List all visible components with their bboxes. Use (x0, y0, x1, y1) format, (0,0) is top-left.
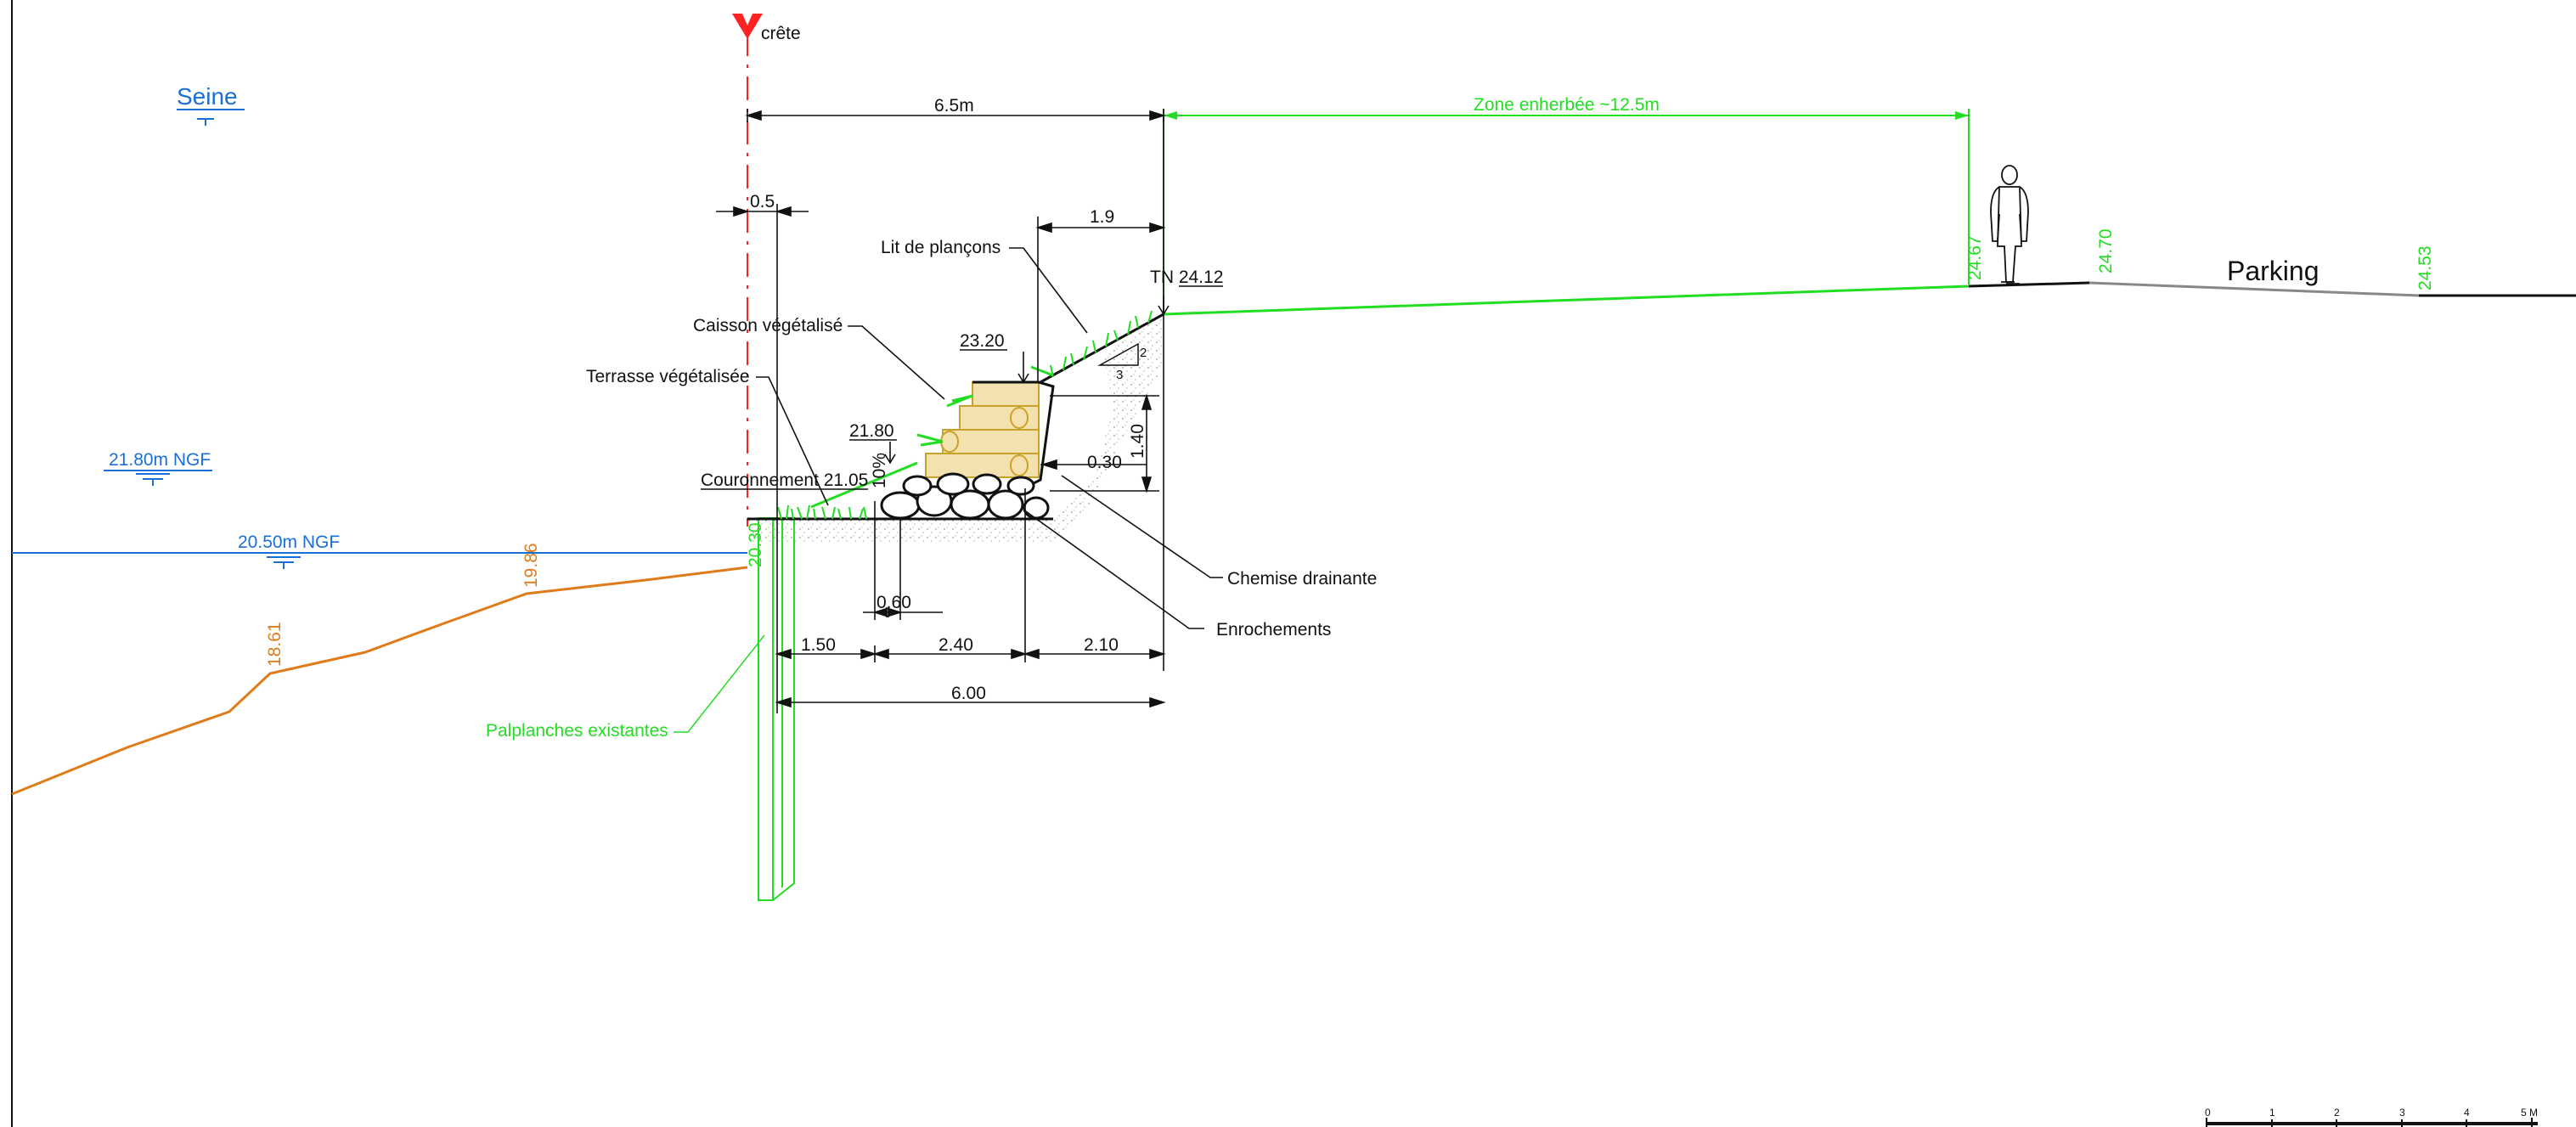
grass-zone-label: Zone enherbée ~12.5m (1474, 95, 1660, 115)
elev-1986-label: 19.86 (521, 543, 541, 588)
slope-h-label: 3 (1116, 368, 1123, 382)
parking-label: Parking (2227, 256, 2320, 286)
elev-2320-label: 23.20 (960, 331, 1005, 351)
riverbed-profile-line (11, 566, 748, 796)
elev-2453-label: 24.53 (2415, 245, 2435, 290)
seine-level-mark (197, 118, 214, 126)
enrochements-rocks (880, 472, 1050, 520)
chemise-label: Chemise drainante (1227, 569, 1377, 589)
scale-tick-1: 1 (2269, 1107, 2275, 1119)
palplanches-leader (674, 634, 765, 733)
grass-zone-arrow-right-icon (1955, 111, 1969, 120)
dim-030-label: 0.30 (1087, 453, 1122, 472)
grass-zone-arrow-left-icon (1164, 111, 1177, 120)
slope-line (1040, 313, 1164, 384)
dim-150-label: 1.50 (801, 635, 836, 655)
elev-1861-label: 18.61 (265, 622, 285, 667)
dim-060-label: 0.60 (877, 593, 911, 612)
water-low-label: 20.50m NGF (238, 533, 340, 552)
pct-label: 10% (870, 453, 889, 488)
parking-group: Parking (1968, 256, 2576, 297)
caisson-frame-line (972, 380, 1055, 490)
scale-bar: 0 1 2 3 4 5 M (2205, 1107, 2538, 1127)
grass-terrain-line (1163, 285, 1970, 316)
lit-plancons-leader (1009, 247, 1088, 334)
slope-v-label: 2 (1140, 346, 1147, 360)
chemise-leader (1061, 475, 1223, 578)
structure-group: 2 3 (747, 310, 1164, 544)
scale-tick-0: 0 (2205, 1107, 2211, 1119)
water-group: Seine 21.80m NGF 20.50m NGF (12, 83, 747, 569)
couronnement-label: Couronnement 21.05 (701, 471, 868, 490)
palplanches-label: Palplanches existantes (486, 721, 668, 741)
caisson-label: Caisson végétalisé (693, 316, 843, 335)
drainage-gravel-fill (747, 314, 1164, 544)
elev-2467-label: 24.67 (1965, 235, 1985, 280)
enrochements-leader (1023, 509, 1204, 629)
scale-tick-3: 3 (2399, 1107, 2405, 1119)
slope-ratio-triangle (1097, 342, 1139, 366)
crest-arrow-icon (732, 14, 763, 39)
terrace-grass-icon (777, 504, 867, 520)
dim-240-label: 2.40 (939, 635, 973, 655)
dim-210-label: 2.10 (1084, 635, 1119, 655)
water-low-level-mark (267, 556, 301, 569)
terrasse-leader (756, 376, 829, 506)
tn-label: TN 24.12 (1150, 268, 1223, 287)
scale-tick-2: 2 (2334, 1107, 2340, 1119)
crest-label: crête (761, 24, 801, 43)
terrasse-label: Terrasse végétalisée (586, 367, 750, 386)
green-inclined-line (810, 461, 918, 509)
crest-axis-group: crête (732, 14, 801, 527)
dim-140-label: 1.40 (1128, 424, 1147, 459)
water-high-label: 21.80m NGF (109, 450, 211, 470)
scale-tick-5: 5 M (2521, 1107, 2538, 1119)
elev-2470-label: 24.70 (2096, 228, 2116, 273)
dim-05-label: 0.5 (750, 192, 775, 211)
dim-600-label: 6.00 (951, 684, 986, 703)
lit-plancons-label: Lit de plançons (881, 238, 1001, 257)
riverbed-group: 19.86 18.61 (11, 543, 748, 796)
caisson-leader (848, 325, 945, 400)
parking-ground-line-2 (2088, 281, 2420, 297)
slope-grass-icon (1050, 310, 1153, 378)
elev-2180-label: 21.80 (849, 421, 894, 441)
enrochements-label: Enrochements (1216, 620, 1331, 640)
parking-ground-line-1 (1968, 281, 2090, 288)
caisson-logs (925, 381, 1040, 478)
person-icon (1990, 165, 2029, 285)
dimension-labels: 6.5m 0.5 1.9 TN 24.12 23.20 21.80 1.40 0… (701, 96, 1223, 703)
dimensions-group (701, 109, 1223, 713)
scale-tick-4: 4 (2464, 1107, 2470, 1119)
sheet-pile-outline (758, 517, 795, 901)
annotation-labels: Lit de plançons Caisson végétalisé Terra… (586, 238, 1377, 640)
dim-65-label: 6.5m (934, 96, 974, 116)
seine-label: Seine (177, 83, 238, 110)
crib-plants-icon (916, 365, 1054, 447)
dim-19-label: 1.9 (1090, 207, 1114, 227)
grass-zone-group: Zone enherbée ~12.5m 24.67 24.70 24.53 (1163, 95, 2435, 316)
water-high-level-mark (136, 473, 170, 486)
